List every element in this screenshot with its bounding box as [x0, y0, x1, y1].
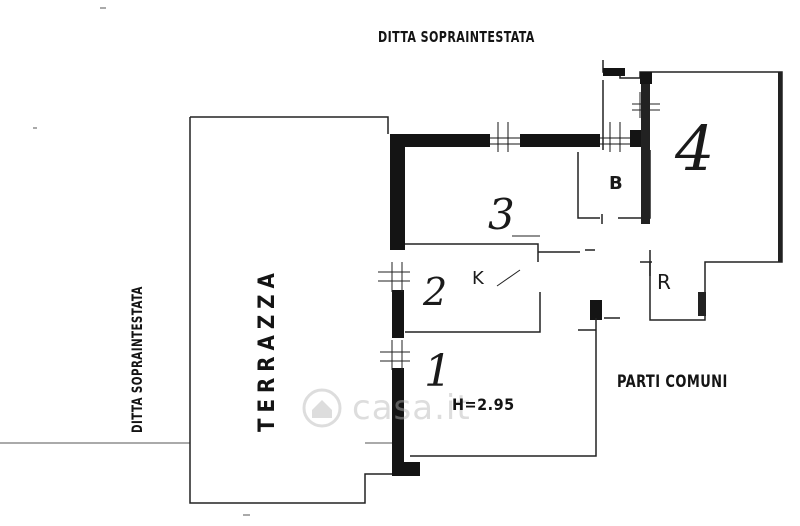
wall-south-stub: [392, 462, 420, 476]
wall-2-1: [405, 292, 541, 333]
wall-room4-east: [778, 72, 782, 262]
watermark: casa.it: [352, 388, 471, 428]
bath-outline: [577, 150, 651, 219]
wall-west-lower: [392, 368, 404, 476]
wall-west-upper: [390, 134, 405, 250]
wall-north-b: [520, 134, 600, 147]
room-3-label: 3: [488, 190, 515, 239]
room-2-suffix-label: K: [472, 268, 484, 289]
corridor-r: [640, 250, 652, 276]
wall-west-mid: [392, 290, 404, 338]
wall-room4-north: [603, 68, 625, 76]
wall-room4-west: [641, 84, 650, 224]
room-b-label: B: [609, 173, 623, 194]
terrace-label: TERRAZZA: [255, 267, 280, 432]
top-neighbor-label: DITTA SOPRAINTESTATA: [378, 28, 535, 46]
wall-3-2: [405, 243, 595, 262]
wall-r-corner: [698, 292, 706, 316]
door-2: [496, 269, 521, 287]
wall-north-a: [390, 134, 490, 147]
ceiling-height-label: H=2.95: [452, 395, 515, 414]
house-logo-icon: [302, 388, 342, 428]
wall-room4-corner: [640, 72, 652, 84]
left-neighbor-label: DITTA SOPRAINTESTATA: [130, 286, 146, 433]
room-4-label: 4: [675, 112, 715, 185]
wall-1-east: [410, 318, 597, 457]
room-4-outline: [602, 60, 783, 321]
room-2-label: 2: [423, 270, 448, 314]
common-parts-label: PARTI COMUNI: [617, 372, 728, 392]
room-r-label: R: [657, 270, 671, 294]
terrace-outline: [189, 116, 392, 504]
wall-entry-east: [590, 300, 602, 320]
room-1-label: 1: [424, 346, 452, 397]
